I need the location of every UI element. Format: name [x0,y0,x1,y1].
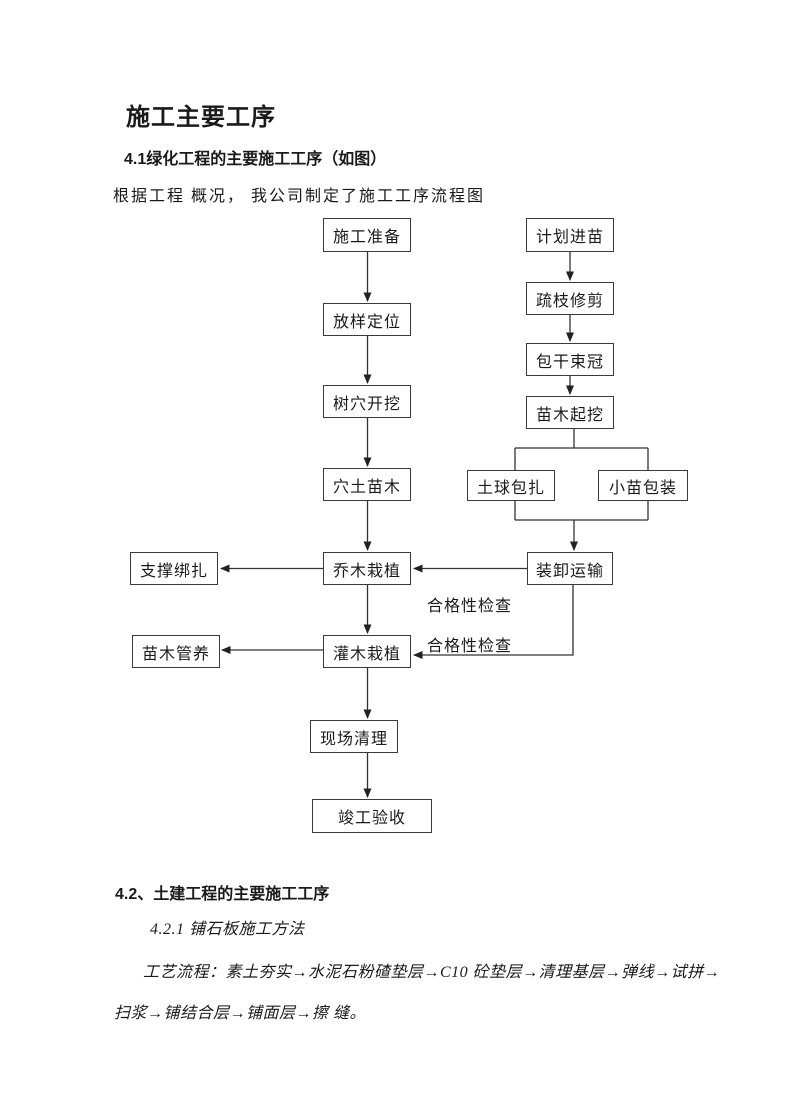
section-41-heading: 4.1绿化工程的主要施工工序（如图） [124,151,387,168]
flow-box-branch-pruning: 疏枝修剪 [526,282,614,315]
label-quality-check-1: 合格性检查 [427,598,513,615]
flow-box-seedling-digging: 苗木起挖 [526,396,614,429]
intro-paragraph: 根据工程 概况， 我公司制定了施工工序流程图 [113,188,486,205]
flow-box-tree-planting: 乔木栽植 [323,552,411,585]
flow-box-shrub-planting: 灌木栽植 [323,635,411,668]
label-quality-check-2: 合格性检查 [427,638,513,655]
section-421-subheading: 4.2.1 铺石板施工方法 [150,921,305,938]
process-flow-line2: 扫浆→铺结合层→铺面层→擦 缝。 [114,1005,367,1022]
flow-box-small-seedling-packing: 小苗包装 [598,470,688,501]
flow-box-completion-acceptance: 竣工验收 [312,799,432,833]
flow-box-support-tying: 支撑绑扎 [130,552,218,585]
flow-box-construction-prep: 施工准备 [323,218,411,252]
flow-box-pit-soil-seedling: 穴土苗木 [323,468,411,501]
flow-box-trunk-wrapping: 包干束冠 [526,343,614,376]
flow-box-loading-transport: 装卸运输 [527,552,613,585]
flow-box-tree-pit-excavation: 树穴开挖 [323,385,411,418]
flow-box-root-ball-wrapping: 土球包扎 [467,470,555,501]
flow-box-seedling-plan: 计划进苗 [526,218,614,252]
process-flow-line1: 工艺流程：素土夯实→水泥石粉碴垫层→C10 砼垫层→清理基层→弹线→试拼→ [143,964,721,981]
section-42-heading: 4.2、土建工程的主要施工工序 [115,886,330,903]
flow-box-site-cleanup: 现场清理 [310,720,398,753]
flow-box-layout-positioning: 放样定位 [323,303,411,336]
page-title: 施工主要工序 [126,104,276,131]
flow-box-seedling-maintenance: 苗木管养 [132,635,220,668]
